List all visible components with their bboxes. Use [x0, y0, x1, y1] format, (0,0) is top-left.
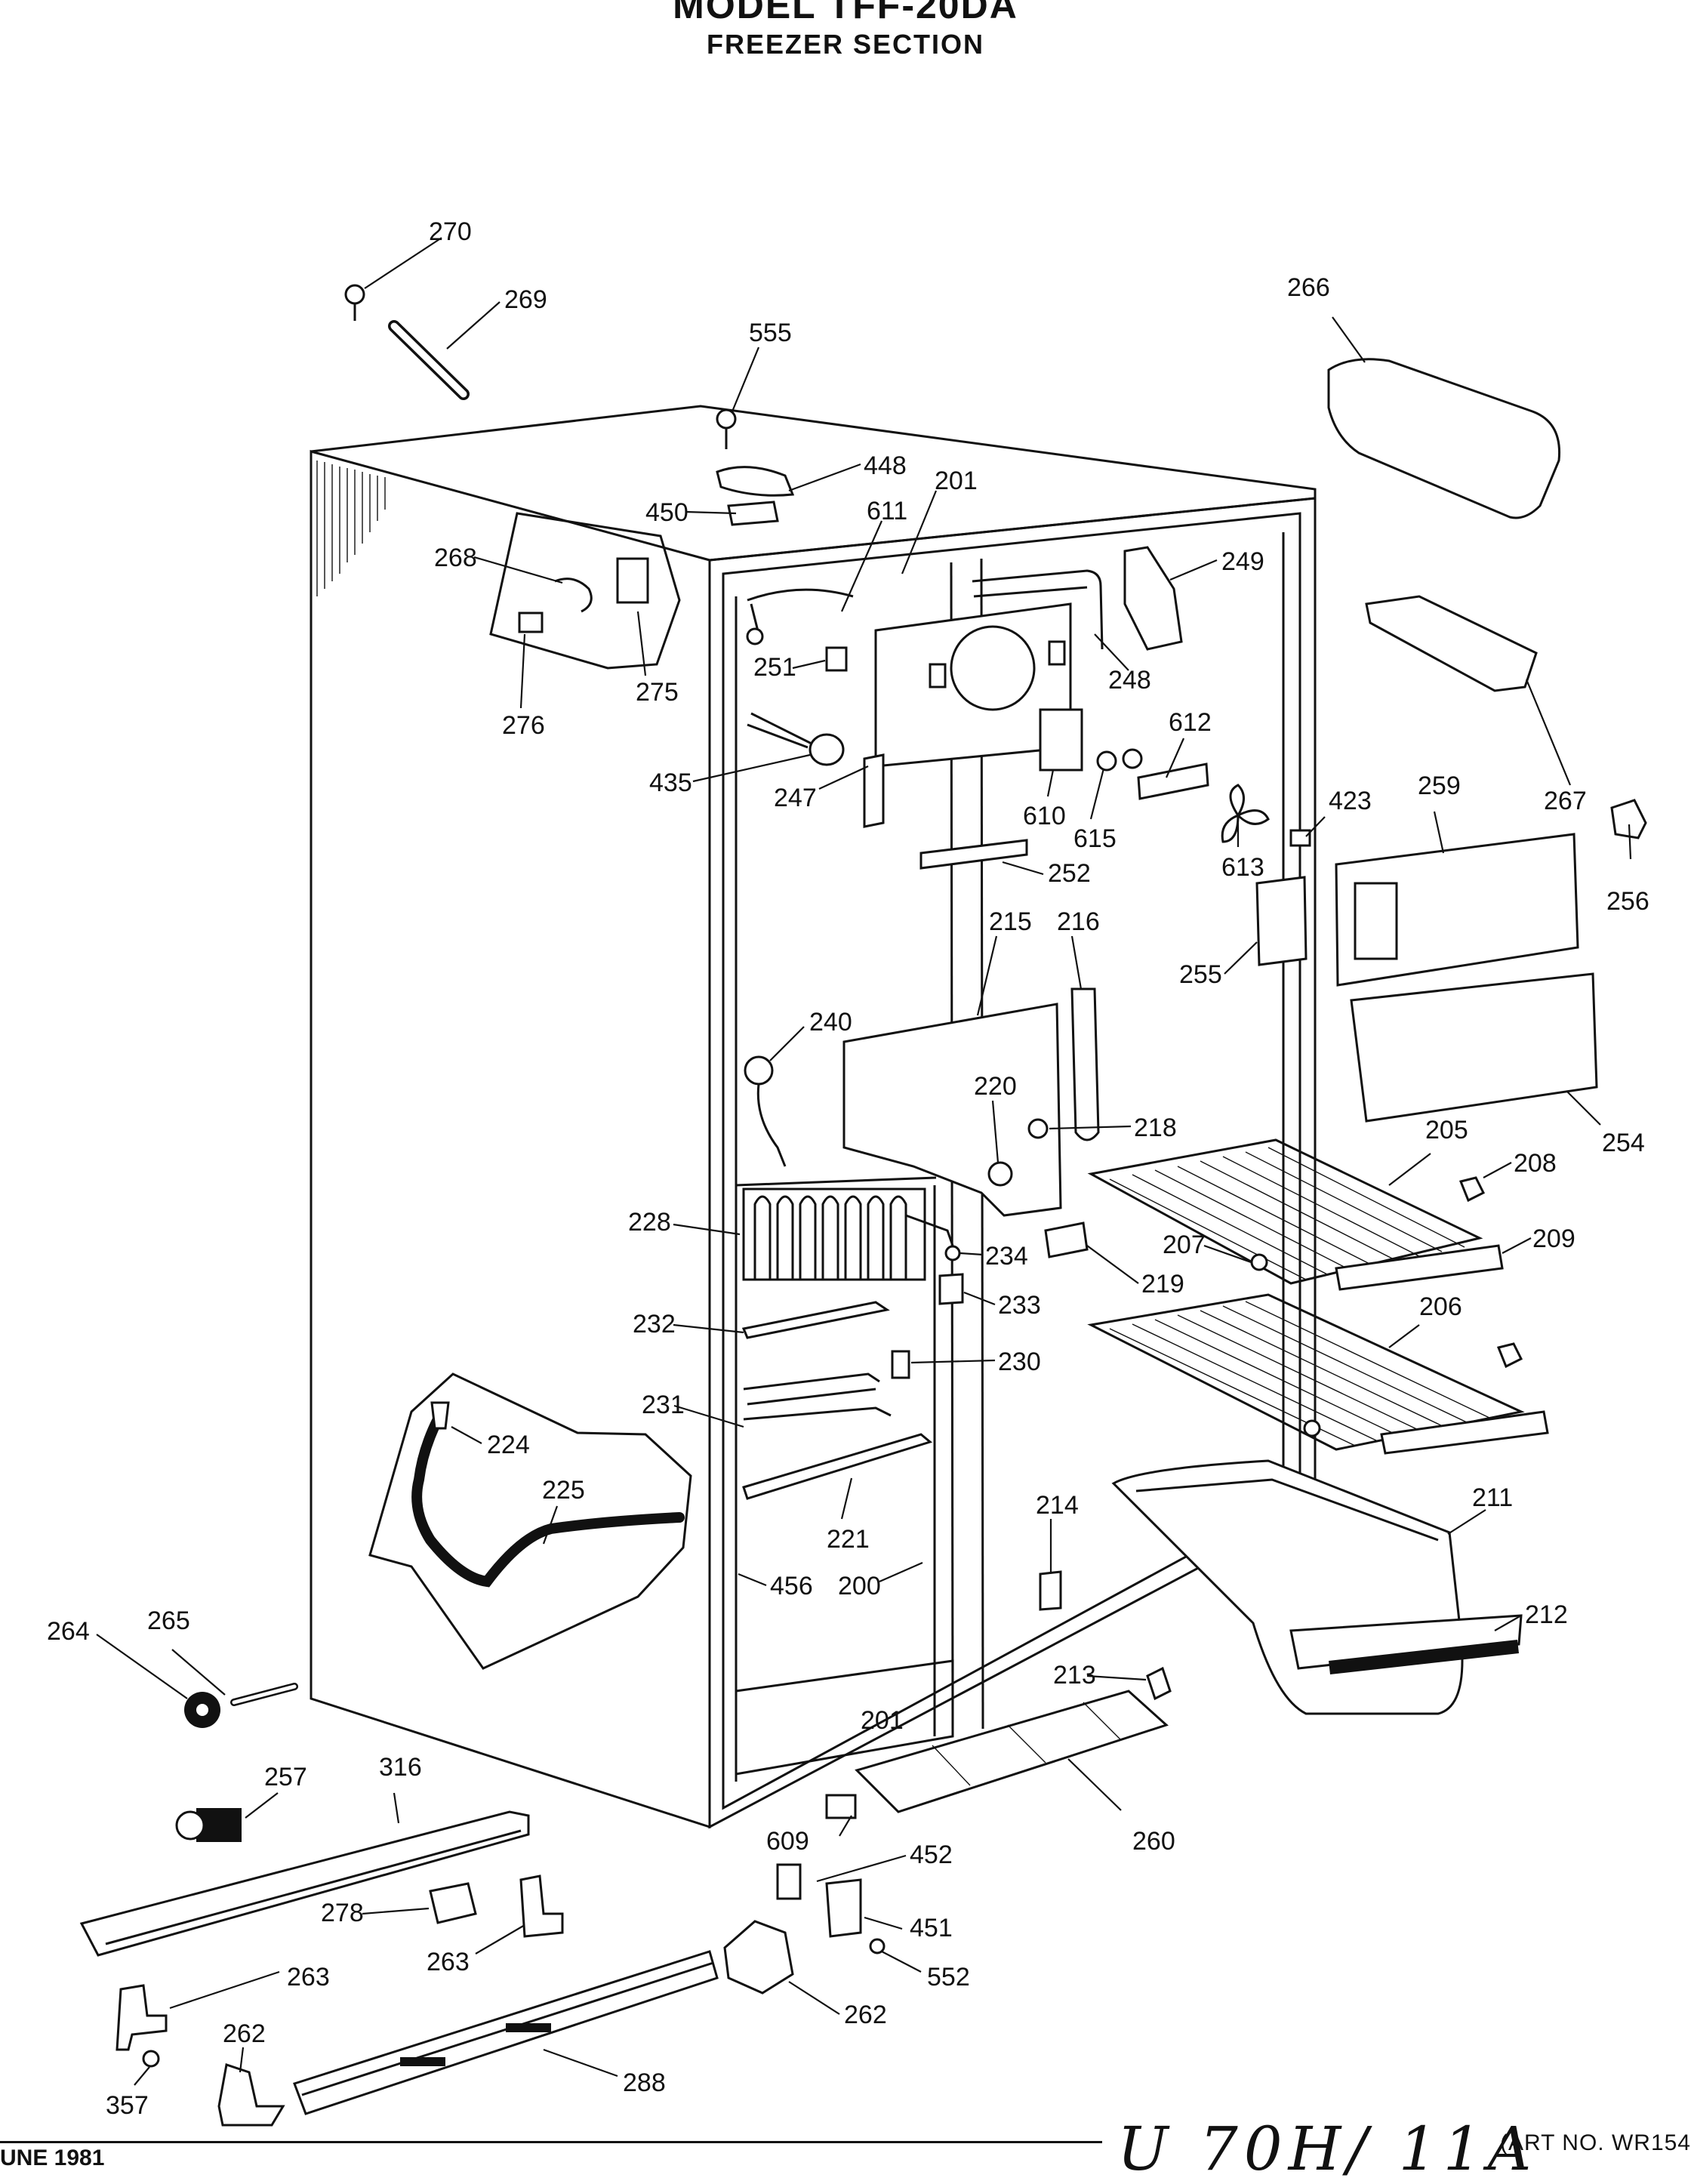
callout-201-bottom: 201	[861, 1706, 904, 1735]
callout-206: 206	[1419, 1292, 1462, 1321]
callout-201-top: 201	[935, 467, 978, 495]
callout-266: 266	[1287, 273, 1330, 302]
callout-456: 456	[770, 1572, 813, 1600]
callout-264: 264	[47, 1617, 90, 1646]
callout-255: 255	[1179, 960, 1222, 989]
section-title: FREEZER SECTION	[706, 29, 985, 60]
callout-221: 221	[827, 1525, 870, 1554]
callout-232: 232	[633, 1310, 676, 1338]
callout-316: 316	[379, 1753, 422, 1782]
callout-256: 256	[1606, 887, 1649, 916]
callout-276: 276	[502, 711, 545, 740]
callout-214: 214	[1036, 1491, 1079, 1520]
callout-215: 215	[989, 907, 1032, 936]
callout-211: 211	[1472, 1483, 1513, 1512]
callout-262-right: 262	[844, 2001, 887, 2029]
callout-240: 240	[809, 1008, 852, 1037]
callout-423: 423	[1329, 787, 1372, 815]
callout-205: 205	[1425, 1116, 1468, 1144]
callout-450: 450	[645, 498, 688, 527]
callout-452: 452	[910, 1841, 953, 1869]
callout-200: 200	[838, 1572, 881, 1600]
callout-451: 451	[910, 1914, 953, 1942]
callout-216: 216	[1057, 907, 1100, 936]
callout-218: 218	[1134, 1114, 1177, 1142]
callout-262-left: 262	[223, 2019, 266, 2048]
callout-609: 609	[766, 1827, 809, 1856]
callout-357: 357	[106, 2091, 149, 2120]
date-stamp: UNE 1981	[0, 2145, 105, 2170]
callout-labels: 270 269 555 448 201 450 611 266 268 249 …	[47, 217, 1649, 2120]
callout-448: 448	[864, 451, 907, 480]
callout-252: 252	[1048, 859, 1091, 888]
callout-555: 555	[749, 319, 792, 347]
callout-208-upper: 208	[1514, 1149, 1557, 1178]
callout-233: 233	[998, 1291, 1041, 1320]
callout-219: 219	[1141, 1270, 1184, 1298]
callout-248: 248	[1108, 666, 1151, 695]
callout-269: 269	[504, 285, 547, 314]
callout-254: 254	[1602, 1129, 1645, 1157]
callout-263-right: 263	[427, 1948, 470, 1976]
callout-257: 257	[264, 1763, 307, 1791]
art-number: (ART NO. WR154	[1500, 2130, 1691, 2155]
callout-225: 225	[542, 1476, 585, 1505]
callout-213: 213	[1053, 1661, 1096, 1690]
handwritten-note: U 70H/ 11A	[1117, 2114, 1538, 2184]
callout-259: 259	[1418, 772, 1461, 800]
callout-230: 230	[998, 1348, 1041, 1376]
callout-251: 251	[753, 653, 796, 682]
callout-278: 278	[321, 1899, 364, 1927]
callout-234: 234	[985, 1242, 1028, 1271]
callout-228: 228	[628, 1208, 671, 1237]
callout-207-upper: 207	[1163, 1231, 1206, 1259]
callout-224: 224	[487, 1431, 530, 1459]
callout-552: 552	[927, 1963, 970, 1991]
callout-435: 435	[649, 769, 692, 797]
callout-275: 275	[636, 678, 679, 707]
footer-rule	[0, 2141, 1102, 2143]
callout-612: 612	[1169, 708, 1212, 737]
callout-209-upper: 209	[1532, 1224, 1575, 1253]
callout-249: 249	[1221, 547, 1264, 576]
callout-288: 288	[623, 2068, 666, 2097]
callout-212: 212	[1525, 1600, 1568, 1629]
callout-610: 610	[1023, 802, 1066, 830]
callout-263-left: 263	[287, 1963, 330, 1991]
model-title: MODEL TFF-20DA	[673, 0, 1018, 26]
callout-220: 220	[974, 1072, 1017, 1101]
callout-260: 260	[1132, 1827, 1175, 1856]
callout-270: 270	[429, 217, 472, 246]
callout-615: 615	[1073, 824, 1117, 853]
callout-611: 611	[867, 497, 907, 525]
leader-lines	[96, 237, 1632, 2086]
callout-268: 268	[434, 544, 477, 572]
callout-231: 231	[642, 1391, 685, 1419]
callout-247: 247	[774, 784, 817, 812]
callout-265: 265	[147, 1606, 190, 1635]
callout-613: 613	[1221, 853, 1264, 882]
callout-267: 267	[1544, 787, 1587, 815]
part-shapes	[79, 284, 1647, 2127]
